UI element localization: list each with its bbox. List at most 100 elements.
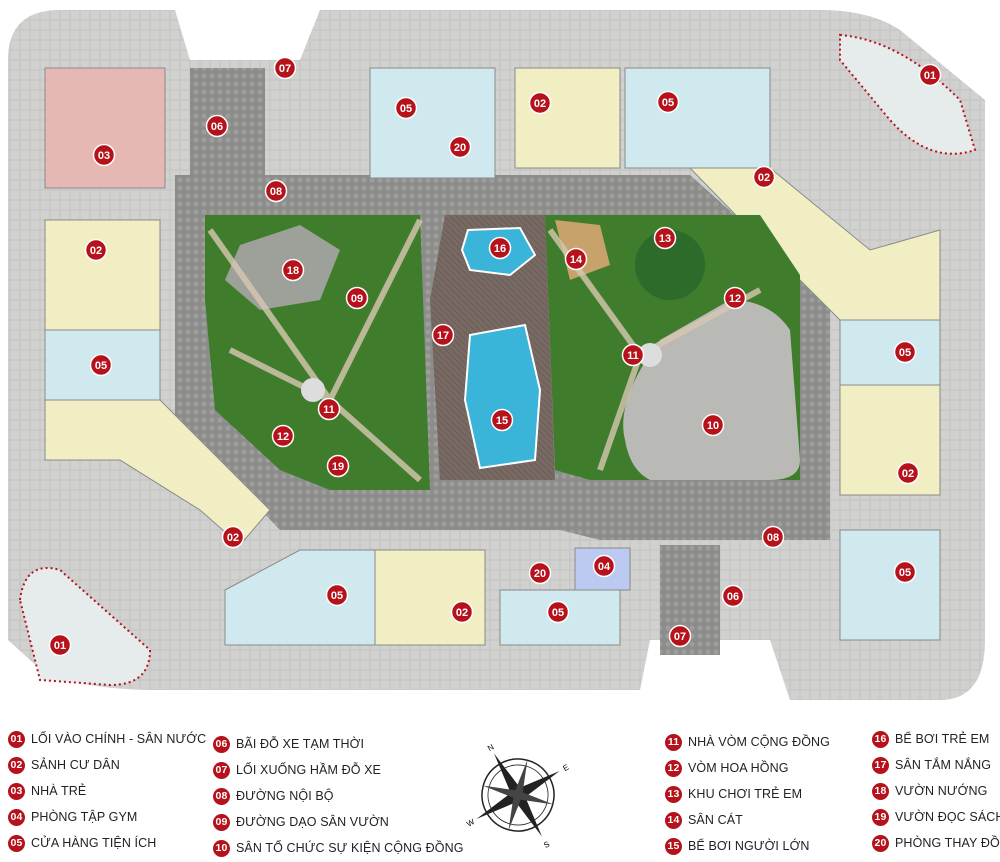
map-marker-16: 16 <box>488 236 512 260</box>
marker-circle <box>394 96 418 120</box>
map-marker-17: 17 <box>431 323 455 347</box>
legend-number: 17 <box>872 756 889 774</box>
marker-circle <box>92 143 116 167</box>
legend-label: SẢNH CƯ DÂN <box>31 758 120 772</box>
marker-circle <box>488 236 512 260</box>
legend-label: KHU CHƠI TRẺ EM <box>688 787 803 801</box>
marker-circle <box>701 413 725 437</box>
legend-number: 18 <box>872 782 889 800</box>
map-marker-14: 14 <box>564 247 588 271</box>
legend-label: LỐI XUỐNG HẦM ĐỖ XE <box>236 763 381 777</box>
marker-number: 02 <box>902 468 914 480</box>
marker-number: 12 <box>277 431 289 443</box>
marker-circle <box>326 454 350 478</box>
map-marker-02: 02 <box>896 461 920 485</box>
legend-number: 01 <box>8 730 25 748</box>
marker-number: 11 <box>323 404 335 416</box>
marker-circle <box>431 323 455 347</box>
marker-circle <box>653 226 677 250</box>
legend-number: 20 <box>872 834 889 852</box>
map-marker-05: 05 <box>325 583 349 607</box>
legend-number: 15 <box>665 837 682 855</box>
map-marker-05: 05 <box>893 560 917 584</box>
dome-11-right <box>638 343 662 367</box>
marker-number: 05 <box>331 590 343 602</box>
legend-label: ĐƯỜNG NỘI BỘ <box>236 789 334 803</box>
legend-label: ĐƯỜNG DẠO SÂN VƯỜN <box>236 815 389 829</box>
legend-number: 08 <box>213 787 230 805</box>
marker-circle <box>264 179 288 203</box>
marker-number: 11 <box>627 350 639 362</box>
marker-number: 05 <box>899 347 911 359</box>
marker-number: 05 <box>95 360 107 372</box>
legend-label: NHÀ VÒM CỘNG ĐỒNG <box>688 735 830 749</box>
legend-label: BÃI ĐỖ XE TẠM THỜI <box>236 737 365 751</box>
marker-circle <box>918 63 942 87</box>
marker-number: 17 <box>437 330 449 342</box>
compass-rose: N E S W <box>465 742 570 850</box>
marker-number: 18 <box>287 265 299 277</box>
legend-number: 05 <box>8 834 25 852</box>
marker-number: 03 <box>98 150 110 162</box>
map-marker-02: 02 <box>84 238 108 262</box>
legend-number: 11 <box>665 733 682 751</box>
marker-number: 13 <box>659 233 671 245</box>
map-marker-05: 05 <box>656 90 680 114</box>
marker-number: 02 <box>227 532 239 544</box>
legend-label: SÂN TẮM NẮNG <box>895 758 992 772</box>
compass-w: W <box>465 817 476 829</box>
legend-number: 12 <box>665 759 682 777</box>
marker-circle <box>546 600 570 624</box>
marker-number: 09 <box>351 293 363 305</box>
marker-circle <box>48 633 72 657</box>
marker-circle <box>450 600 474 624</box>
legend-number: 02 <box>8 756 25 774</box>
marker-circle <box>221 525 245 549</box>
legend-label: BỂ BƠI NGƯỜI LỚN <box>688 839 810 853</box>
marker-circle <box>271 424 295 448</box>
dome-11-left <box>301 378 325 402</box>
marker-number: 02 <box>456 607 468 619</box>
marker-number: 08 <box>767 532 779 544</box>
map-marker-04: 04 <box>592 554 616 578</box>
map-marker-09: 09 <box>345 286 369 310</box>
map-marker-01: 01 <box>48 633 72 657</box>
marker-number: 12 <box>729 293 741 305</box>
marker-circle <box>761 525 785 549</box>
legend-number: 03 <box>8 782 25 800</box>
map-marker-08: 08 <box>264 179 288 203</box>
legend-item: 15 BỂ BƠI NGƯỜI LỚN <box>665 833 830 859</box>
marker-circle <box>490 408 514 432</box>
marker-circle <box>317 397 341 421</box>
map-marker-06: 06 <box>205 114 229 138</box>
legend-column: 11 NHÀ VÒM CỘNG ĐỒNG 12 VÒM HOA HỒNG 13 KHU C… <box>665 729 830 859</box>
legend-number: 13 <box>665 785 682 803</box>
marker-number: 19 <box>332 461 344 473</box>
marker-circle <box>528 91 552 115</box>
marker-circle <box>621 343 645 367</box>
legend-item: 11 NHÀ VÒM CỘNG ĐỒNG <box>665 729 830 755</box>
legend-number: 16 <box>872 730 889 748</box>
marker-circle <box>893 340 917 364</box>
map-marker-01: 01 <box>918 63 942 87</box>
map-marker-02: 02 <box>221 525 245 549</box>
map-marker-11: 11 <box>621 343 645 367</box>
legend-label: SÂN TỔ CHỨC SỰ KIỆN CỘNG ĐỒNG <box>236 841 464 855</box>
legend-number: 06 <box>213 735 230 753</box>
map-marker-15: 15 <box>490 408 514 432</box>
legend-label: VÒM HOA HỒNG <box>688 761 789 775</box>
map-marker-05: 05 <box>394 96 418 120</box>
legend-number: 19 <box>872 808 889 826</box>
marker-circle <box>893 560 917 584</box>
legend-number: 07 <box>213 761 230 779</box>
compass-e: E <box>561 763 570 773</box>
marker-number: 05 <box>662 97 674 109</box>
